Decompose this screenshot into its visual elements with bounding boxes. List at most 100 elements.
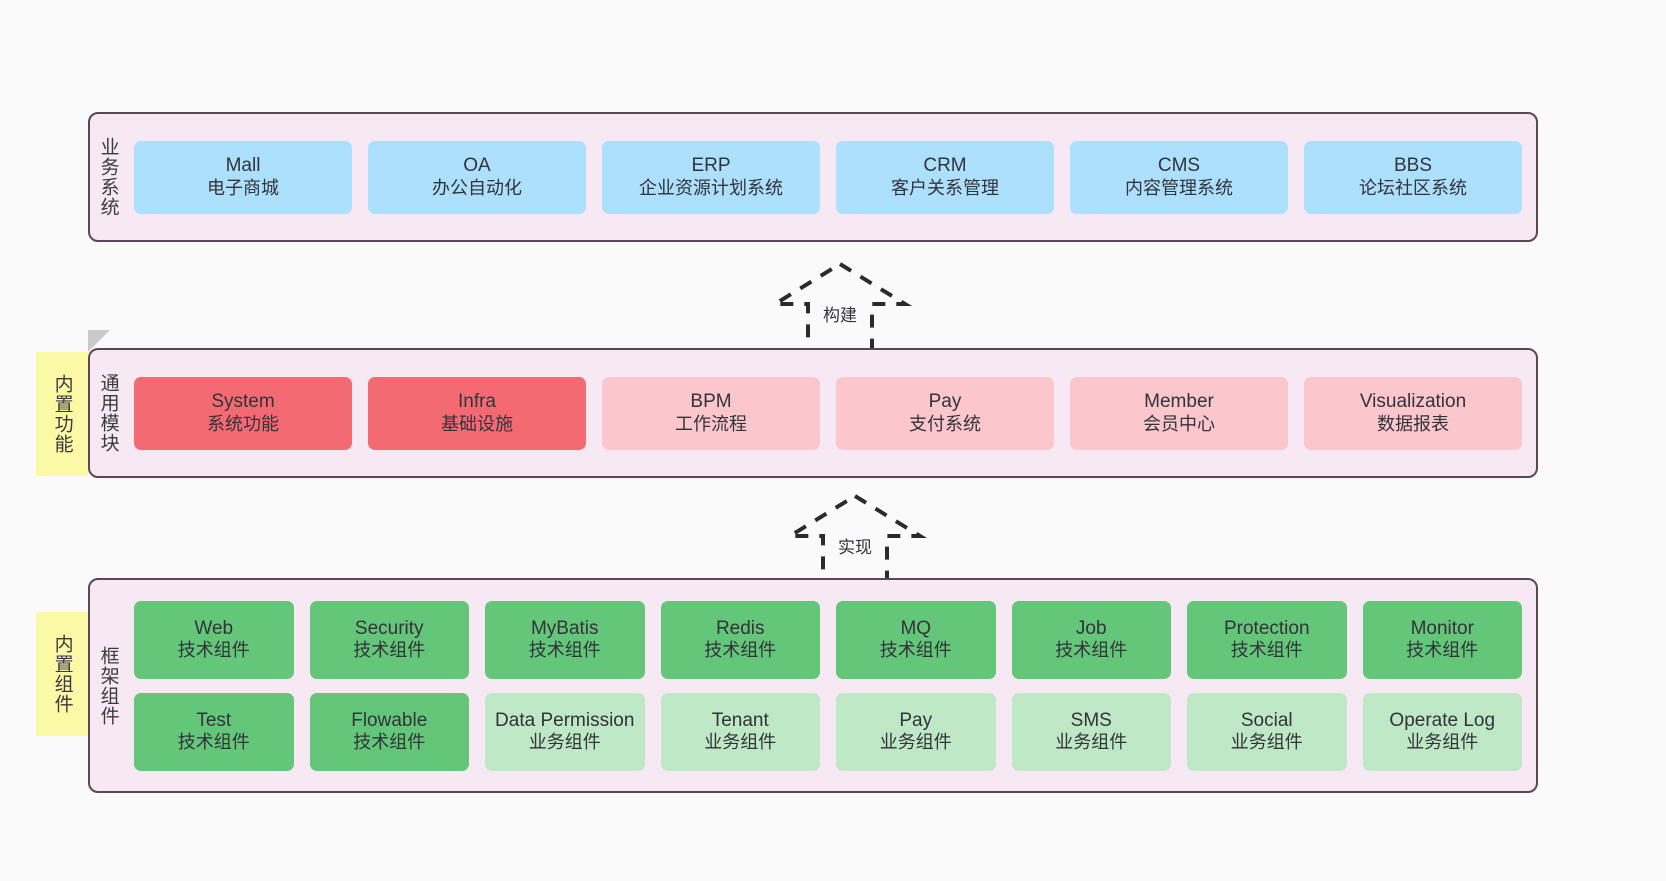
layer-title-framework: 框架组件: [97, 645, 119, 726]
node-tenant[interactable]: Tenant 业务组件: [660, 692, 820, 771]
layer-body-framework: Web 技术组件 Security 技术组件 MyBatis 技术组件 Redi…: [126, 580, 1536, 791]
node-label-en: Pay: [928, 391, 962, 413]
node-pay-component[interactable]: Pay 业务组件: [836, 692, 996, 771]
layer-title-common: 通用模块: [97, 373, 119, 453]
node-label-cn: 业务组件: [704, 732, 777, 753]
node-flowable[interactable]: Flowable 技术组件: [309, 692, 469, 771]
note-builtin-features: 内置功能: [36, 352, 88, 476]
node-data-permission[interactable]: Data Permission 业务组件: [485, 692, 645, 771]
node-label-en: BPM: [690, 391, 732, 413]
node-bbs[interactable]: BBS 论坛社区系统: [1304, 140, 1522, 214]
node-oa[interactable]: OA 办公自动化: [368, 140, 586, 214]
node-mq[interactable]: MQ 技术组件: [836, 600, 996, 679]
node-label-cn: 办公自动化: [432, 177, 522, 198]
connector-implement: 实现: [775, 490, 935, 590]
node-label-en: ERP: [691, 155, 731, 177]
node-monitor[interactable]: Monitor 技术组件: [1362, 600, 1522, 679]
node-label-cn: 客户关系管理: [891, 177, 999, 198]
connector-label-build: 构建: [821, 301, 859, 326]
node-crm[interactable]: CRM 客户关系管理: [836, 140, 1054, 214]
node-label-en: Test: [196, 709, 232, 731]
node-label-en: Pay: [899, 709, 933, 731]
node-label-cn: 支付系统: [909, 413, 981, 434]
node-label-cn: 技术组件: [353, 640, 426, 661]
node-visualization[interactable]: Visualization 数据报表: [1304, 376, 1522, 450]
layer-business-system[interactable]: 业务系统 Mall 电子商城 OA 办公自动化 ERP 企业资源计划系统 CRM…: [88, 112, 1538, 242]
node-label-en: OA: [463, 155, 491, 177]
node-label-en: Infra: [457, 391, 497, 413]
node-label-cn: 技术组件: [177, 732, 250, 753]
note-builtin-components: 内置组件: [36, 612, 88, 736]
layer-body-business: Mall 电子商城 OA 办公自动化 ERP 企业资源计划系统 CRM 客户关系…: [126, 114, 1536, 240]
node-label-cn: 技术组件: [353, 732, 426, 753]
node-label-en: Data Permission: [495, 709, 635, 731]
node-label-cn: 电子商城: [207, 177, 279, 198]
node-label-cn: 会员中心: [1143, 413, 1215, 434]
node-mall[interactable]: Mall 电子商城: [134, 140, 352, 214]
node-label-cn: 业务组件: [1406, 732, 1479, 753]
node-label-en: Monitor: [1410, 617, 1474, 639]
node-label-cn: 技术组件: [879, 640, 952, 661]
node-label-cn: 技术组件: [1055, 640, 1128, 661]
layer-framework-component[interactable]: 框架组件 Web 技术组件 Security 技术组件 MyBatis 技术组件…: [88, 578, 1538, 793]
layer-body-common: System 系统功能 Infra 基础设施 BPM 工作流程 Pay 支付系统…: [126, 350, 1536, 476]
node-label-cn: 论坛社区系统: [1359, 177, 1467, 198]
node-label-cn: 内容管理系统: [1125, 177, 1233, 198]
node-label-cn: 业务组件: [528, 732, 601, 753]
node-bpm[interactable]: BPM 工作流程: [602, 376, 820, 450]
node-label-en: CMS: [1157, 155, 1201, 177]
node-operate-log[interactable]: Operate Log 业务组件: [1362, 692, 1522, 771]
node-label-cn: 技术组件: [704, 640, 777, 661]
generalization-arrow-icon: [782, 493, 928, 588]
node-label-cn: 技术组件: [528, 640, 601, 661]
node-label-en: MQ: [900, 617, 932, 639]
node-label-cn: 基础设施: [441, 413, 513, 434]
node-label-en: BBS: [1393, 155, 1433, 177]
node-label-cn: 业务组件: [879, 732, 952, 753]
node-infra[interactable]: Infra 基础设施: [368, 376, 586, 450]
connector-label-implement: 实现: [836, 533, 874, 558]
node-mybatis[interactable]: MyBatis 技术组件: [485, 600, 645, 679]
connector-build: 构建: [760, 258, 920, 358]
node-label-cn: 工作流程: [675, 413, 747, 434]
node-cms[interactable]: CMS 内容管理系统: [1070, 140, 1288, 214]
node-test[interactable]: Test 技术组件: [134, 692, 294, 771]
node-member[interactable]: Member 会员中心: [1070, 376, 1288, 450]
node-label-cn: 数据报表: [1377, 413, 1449, 434]
layer-title-business: 业务系统: [97, 137, 119, 217]
node-pay-module[interactable]: Pay 支付系统: [836, 376, 1054, 450]
node-label-en: Social: [1240, 709, 1293, 731]
generalization-arrow-icon: [767, 261, 913, 356]
node-label-en: MyBatis: [530, 617, 599, 639]
node-security[interactable]: Security 技术组件: [309, 600, 469, 679]
node-label-cn: 技术组件: [1230, 640, 1303, 661]
node-label-en: CRM: [923, 155, 967, 177]
node-label-en: Visualization: [1359, 391, 1467, 413]
node-label-en: Redis: [715, 617, 765, 639]
node-protection[interactable]: Protection 技术组件: [1187, 600, 1347, 679]
node-label-en: Protection: [1223, 617, 1310, 639]
node-label-en: System: [211, 391, 275, 413]
node-web[interactable]: Web 技术组件: [134, 600, 294, 679]
node-row: Mall 电子商城 OA 办公自动化 ERP 企业资源计划系统 CRM 客户关系…: [134, 140, 1522, 214]
node-redis[interactable]: Redis 技术组件: [660, 600, 820, 679]
node-sms[interactable]: SMS 业务组件: [1011, 692, 1171, 771]
node-label-en: Job: [1075, 617, 1107, 639]
node-label-en: Operate Log: [1389, 709, 1496, 731]
node-label-cn: 系统功能: [207, 413, 279, 434]
node-label-cn: 技术组件: [177, 640, 250, 661]
node-social[interactable]: Social 业务组件: [1187, 692, 1347, 771]
node-job[interactable]: Job 技术组件: [1011, 600, 1171, 679]
node-row: System 系统功能 Infra 基础设施 BPM 工作流程 Pay 支付系统…: [134, 376, 1522, 450]
node-erp[interactable]: ERP 企业资源计划系统: [602, 140, 820, 214]
node-label-en: Tenant: [711, 709, 769, 731]
node-label-en: Flowable: [351, 709, 428, 731]
node-system[interactable]: System 系统功能: [134, 376, 352, 450]
node-label-en: Member: [1144, 391, 1214, 413]
node-label-en: Mall: [225, 155, 261, 177]
node-label-en: Security: [354, 617, 424, 639]
layer-common-module[interactable]: 通用模块 System 系统功能 Infra 基础设施 BPM 工作流程 Pay…: [88, 348, 1538, 478]
node-label-en: Web: [194, 617, 234, 639]
node-label-cn: 业务组件: [1055, 732, 1128, 753]
